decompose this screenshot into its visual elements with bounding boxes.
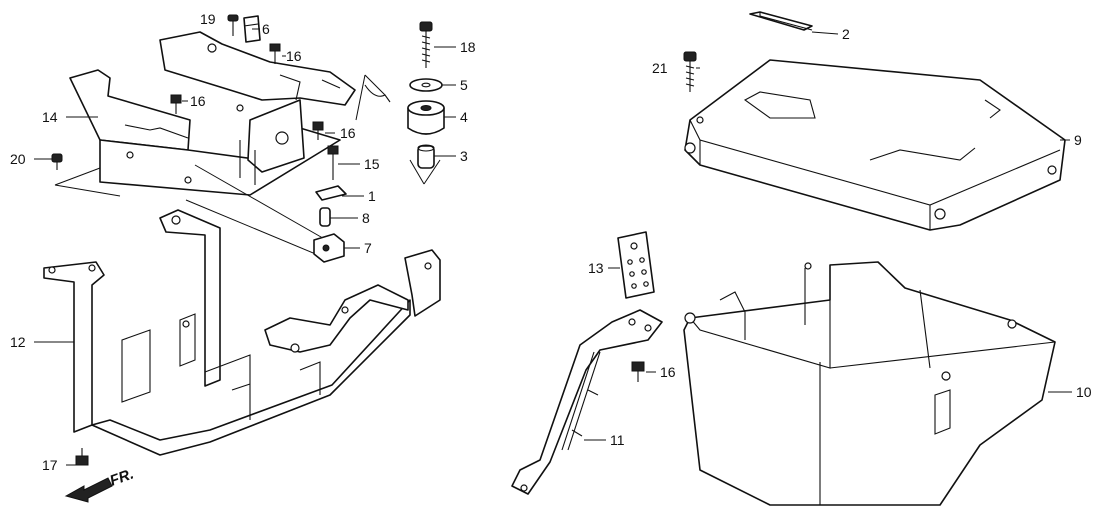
callout-12: 12 bbox=[10, 334, 26, 350]
callout-16-a: 16 bbox=[286, 48, 302, 64]
bolt-15 bbox=[327, 145, 339, 180]
gasket-13 bbox=[617, 231, 655, 299]
callout-18: 18 bbox=[460, 39, 476, 55]
grommet-stack-leader bbox=[409, 159, 441, 185]
callout-10: 10 bbox=[1076, 384, 1092, 400]
plate-2 bbox=[749, 11, 813, 31]
callout-leaders bbox=[34, 28, 1072, 466]
callout-16-c: 16 bbox=[340, 125, 356, 141]
callout-8: 8 bbox=[362, 210, 370, 226]
screw-19 bbox=[227, 14, 239, 36]
front-direction-arrow: FR. bbox=[64, 466, 137, 503]
front-direction-label: FR. bbox=[108, 466, 137, 490]
callout-7: 7 bbox=[364, 240, 372, 256]
screw-21 bbox=[683, 51, 697, 92]
callout-19: 19 bbox=[200, 11, 216, 27]
bolt-17 bbox=[75, 448, 89, 466]
callout-1: 1 bbox=[368, 188, 376, 204]
callout-16-d: 16 bbox=[660, 364, 676, 380]
bolt-16-d bbox=[631, 361, 645, 382]
ecu-tray bbox=[683, 261, 1056, 506]
callout-14: 14 bbox=[42, 109, 58, 125]
callout-5: 5 bbox=[460, 77, 468, 93]
spacer-8 bbox=[319, 207, 331, 227]
nut-block-7 bbox=[313, 233, 345, 263]
bolt-16-a bbox=[269, 43, 281, 64]
bolt-16-c bbox=[312, 121, 324, 140]
ecu-bracket-11 bbox=[511, 309, 663, 495]
grommet-4 bbox=[407, 100, 445, 135]
bolt-18 bbox=[419, 21, 433, 68]
clip-1 bbox=[315, 185, 347, 201]
callout-15: 15 bbox=[364, 156, 380, 172]
callout-2: 2 bbox=[842, 26, 850, 42]
callout-3: 3 bbox=[460, 148, 468, 164]
callout-20: 20 bbox=[10, 151, 26, 167]
lower-frame bbox=[43, 164, 441, 456]
collar-3 bbox=[417, 144, 435, 169]
callout-13: 13 bbox=[588, 260, 604, 276]
screw-20 bbox=[51, 153, 63, 170]
ecu-cover bbox=[684, 59, 1066, 231]
callout-17: 17 bbox=[42, 457, 58, 473]
callout-4: 4 bbox=[460, 109, 468, 125]
callout-9: 9 bbox=[1074, 132, 1082, 148]
callout-labels: 19 6 16 16 16 15 1 8 7 18 5 4 3 14 20 12… bbox=[10, 11, 1092, 473]
upper-bracket bbox=[54, 31, 391, 197]
bolt-16-b bbox=[170, 94, 182, 114]
callout-6: 6 bbox=[262, 21, 270, 37]
washer-5 bbox=[409, 78, 443, 92]
callout-16-b: 16 bbox=[190, 93, 206, 109]
callout-11: 11 bbox=[610, 432, 625, 448]
callout-21: 21 bbox=[652, 60, 668, 76]
